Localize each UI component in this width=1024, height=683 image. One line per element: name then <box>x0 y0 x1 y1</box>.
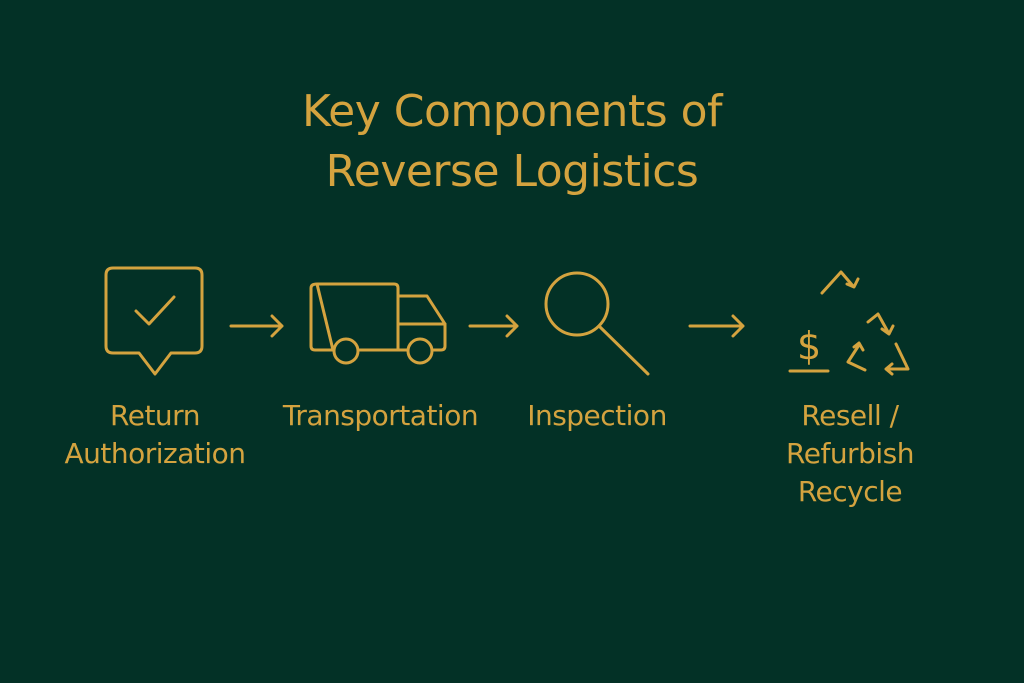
title-line-2: Reverse Logistics <box>325 146 699 197</box>
step-label-transportation: Transportation <box>282 399 479 432</box>
arrow-right-icon <box>229 314 285 338</box>
arrow-right-icon <box>468 314 520 338</box>
magnifier-icon <box>543 270 653 380</box>
diagram-title: Key Components of Reverse Logistics <box>0 82 1024 202</box>
step-label-resell-refurbish-recycle: Resell / Refurbish Recycle <box>786 399 914 508</box>
dollar-icon: $ <box>797 324 821 368</box>
arrow-right-icon <box>688 314 746 338</box>
title-line-1: Key Components of <box>301 86 723 137</box>
truck-icon <box>309 282 449 366</box>
recycle-dollar-icon: $ <box>778 262 918 387</box>
step-label-return-authorization: Return Authorization <box>64 399 246 470</box>
step-label-inspection: Inspection <box>527 399 667 432</box>
shield-check-icon <box>104 266 205 378</box>
